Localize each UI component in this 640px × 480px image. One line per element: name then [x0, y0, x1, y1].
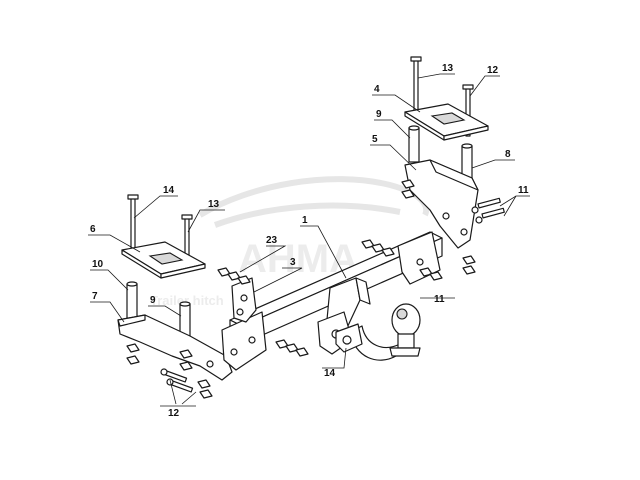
callout-23: 23 — [239, 235, 287, 273]
spacer-9-left — [126, 281, 138, 319]
svg-text:23: 23 — [266, 235, 278, 246]
svg-text:1: 1 — [302, 215, 308, 226]
callout-3: 3 — [253, 257, 303, 293]
bolt-13-left — [127, 194, 139, 251]
svg-text:9: 9 — [376, 109, 382, 120]
callout-9-left: 10 — [90, 259, 129, 291]
nut-left-4 — [179, 361, 193, 371]
callout-9-right: 9 — [374, 109, 411, 139]
svg-text:11: 11 — [518, 185, 529, 196]
nut-right-3 — [462, 255, 476, 265]
svg-text:13: 13 — [442, 63, 454, 74]
callout-7: 7 — [90, 291, 125, 323]
svg-text:4: 4 — [374, 84, 380, 95]
nut-left-3 — [179, 349, 193, 359]
svg-text:14: 14 — [163, 185, 175, 196]
callout-11-right: 11 — [499, 185, 530, 217]
spacer-8-left — [179, 301, 191, 337]
callout-8-left: 9 — [148, 295, 182, 317]
nut-left-1 — [126, 343, 140, 353]
watermark-tagline: Trailer hitch — [150, 293, 224, 308]
svg-text:6: 6 — [90, 224, 96, 235]
bracket-right — [404, 159, 479, 249]
towball-neck-14 — [335, 323, 401, 361]
spacer-9-right — [408, 125, 420, 163]
callout-14: 8 14 — [322, 347, 347, 379]
nut-left-2 — [126, 355, 140, 365]
svg-text:3: 3 — [290, 257, 296, 268]
svg-text:7: 7 — [92, 291, 98, 302]
crossbar-nuts — [275, 239, 443, 357]
bracket-3 — [231, 277, 257, 323]
nut-right-2 — [401, 189, 415, 199]
callout-12-left: 13 — [187, 199, 225, 233]
nut-right-1 — [401, 179, 415, 189]
callout-13-left: 14 — [133, 185, 178, 219]
svg-text:8: 8 — [505, 149, 511, 160]
bolts-11-left — [160, 368, 213, 399]
callouts: 13 12 4 9 5 8 11 — [88, 63, 530, 419]
callout-13-right: 13 — [417, 63, 455, 79]
callout-5: 5 — [370, 134, 417, 171]
callout-1: 1 — [300, 215, 347, 279]
svg-text:12: 12 — [168, 408, 180, 419]
svg-text:10: 10 — [92, 259, 104, 270]
svg-text:9: 9 — [150, 295, 156, 306]
svg-text:5: 5 — [372, 134, 378, 145]
bracket-left — [117, 314, 233, 381]
washers-23 — [217, 267, 251, 285]
callout-8-right: 8 — [471, 149, 515, 169]
callout-10: 11 — [420, 294, 455, 305]
callout-14-label: 14 — [324, 368, 336, 379]
callout-4: 4 — [372, 84, 421, 113]
bolt-12-right — [462, 84, 474, 137]
callout-11-left: 12 — [160, 379, 197, 419]
watermark: AHMA Trailer hitch — [150, 176, 430, 308]
bolts-11-right — [471, 197, 505, 224]
svg-text:12: 12 — [487, 65, 499, 76]
towball-10 — [389, 303, 421, 357]
svg-text:11: 11 — [434, 294, 445, 305]
callout-12-right: 12 — [469, 65, 500, 97]
plate-6 — [121, 241, 206, 279]
plate-4 — [404, 103, 489, 141]
callout-6: 6 — [88, 224, 141, 253]
nut-right-4 — [462, 265, 476, 275]
svg-text:13: 13 — [208, 199, 220, 210]
